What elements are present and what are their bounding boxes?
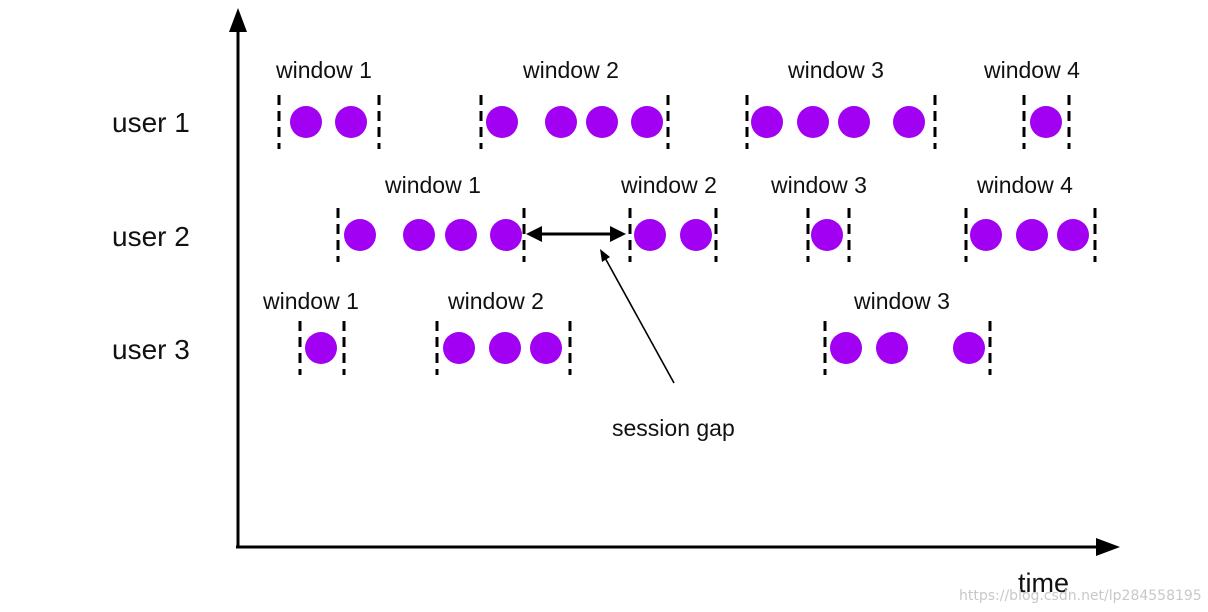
event-dot (893, 106, 925, 138)
event-dot (830, 332, 862, 364)
watermark-text: https://blog.csdn.net/lp284558195 (959, 588, 1202, 604)
event-dot (290, 106, 322, 138)
event-dot (443, 332, 475, 364)
event-dot (445, 219, 477, 251)
event-dot (970, 219, 1002, 251)
event-dot (953, 332, 985, 364)
user1-window4-label: window 4 (983, 57, 1080, 83)
user2-window2-label: window 2 (620, 172, 717, 198)
row-labels: user 1 user 2 user 3 (112, 107, 190, 365)
user1-window3-label: window 3 (787, 57, 884, 83)
event-dot (335, 106, 367, 138)
session-gap-annotation: session gap (526, 226, 735, 441)
event-dot (545, 106, 577, 138)
user2-window4-label: window 4 (976, 172, 1073, 198)
event-dot (1057, 219, 1089, 251)
event-dot (586, 106, 618, 138)
session-gap-pointer-arrowhead (600, 249, 610, 262)
session-gap-label: session gap (612, 415, 735, 441)
y-axis-arrowhead (229, 8, 247, 32)
event-dot (634, 219, 666, 251)
x-axis-arrowhead (1096, 538, 1120, 556)
window-labels: window 1 window 2 window 3 window 4 wind… (262, 57, 1080, 314)
user2-window3-label: window 3 (770, 172, 867, 198)
event-dot (751, 106, 783, 138)
event-dot (344, 219, 376, 251)
event-dot (486, 106, 518, 138)
event-dot (631, 106, 663, 138)
event-dot (680, 219, 712, 251)
row-label-user-3: user 3 (112, 334, 190, 365)
event-dot (1030, 106, 1062, 138)
user3-window2-label: window 2 (447, 288, 544, 314)
session-gap-pointer-line (603, 255, 675, 384)
event-dot (838, 106, 870, 138)
user3-window1-label: window 1 (262, 288, 359, 314)
event-dot (403, 219, 435, 251)
user3-window3-label: window 3 (853, 288, 950, 314)
windows-layer (277, 95, 1097, 375)
row-label-user-1: user 1 (112, 107, 190, 138)
event-dot (797, 106, 829, 138)
event-dot (1016, 219, 1048, 251)
event-dot (876, 332, 908, 364)
event-dot (530, 332, 562, 364)
event-dot (489, 332, 521, 364)
x-axis-label: time (1018, 568, 1069, 598)
user1-window2-label: window 2 (522, 57, 619, 83)
event-dot (811, 219, 843, 251)
event-dot (305, 332, 337, 364)
row-label-user-2: user 2 (112, 221, 190, 252)
axes: time (229, 8, 1120, 598)
user2-window1-label: window 1 (384, 172, 481, 198)
session-gap-arrowhead-right (610, 226, 626, 242)
session-gap-arrowhead-left (526, 226, 542, 242)
event-dot (490, 219, 522, 251)
user1-window1-label: window 1 (275, 57, 372, 83)
